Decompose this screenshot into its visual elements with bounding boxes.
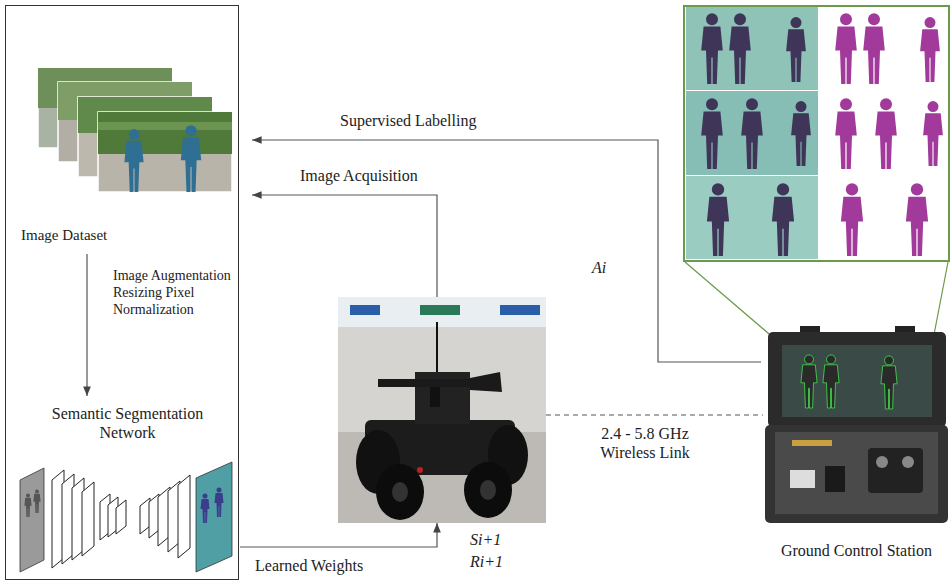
label-image-grid	[701, 98, 723, 169]
dataset-node: Image Dataset	[15, 60, 240, 250]
network-illustration	[20, 462, 232, 572]
network-illustration	[24, 493, 31, 517]
label-image-grid	[684, 6, 949, 345]
label-image-grid	[920, 17, 940, 82]
connector-arrow	[240, 523, 437, 547]
network-illustration	[20, 468, 44, 572]
ground-station-photo	[765, 425, 948, 523]
symbol-label: Si+1	[470, 530, 501, 549]
robot-photo	[430, 387, 440, 407]
ground-station-photo	[823, 355, 839, 408]
network-illustration	[116, 500, 126, 534]
image-stack	[181, 125, 201, 192]
image-stack	[38, 68, 232, 192]
node-text: Ground Control Station	[781, 541, 932, 560]
ground-station-photo	[775, 432, 938, 514]
node-text: Semantic Segmentation Network	[43, 404, 213, 442]
connector-arrow	[86, 254, 87, 396]
label-image-grid	[786, 17, 806, 82]
label-image-grid	[841, 183, 863, 256]
robot-photo	[420, 305, 460, 315]
robot-photo	[350, 305, 380, 315]
connector-arrow	[252, 140, 761, 362]
label-image-grid	[741, 98, 763, 169]
ground-station-photo	[868, 448, 923, 493]
ground-station-photo	[768, 332, 946, 427]
network-illustration	[33, 489, 40, 513]
robot-photo	[436, 322, 438, 378]
robot-photo	[500, 305, 540, 315]
robot-photo	[338, 297, 546, 523]
ground-station-photo	[782, 345, 932, 417]
label-image-grid	[835, 13, 857, 84]
symbol-label: Ai	[592, 258, 606, 277]
label-image-grid	[875, 98, 897, 169]
robot-photo	[392, 482, 408, 502]
edge-label: Image Acquisition	[300, 166, 490, 185]
robot-photo	[480, 480, 496, 500]
network-illustration	[201, 494, 210, 524]
robot-photo	[338, 297, 546, 327]
edge-label: Image Augmentation Resizing Pixel Normal…	[113, 268, 237, 318]
ground-station-photo	[902, 456, 914, 468]
ground-station-photo	[792, 440, 832, 446]
ground-station-photo	[825, 466, 845, 492]
robot-photo	[417, 467, 423, 473]
station-node: Ground Control Station	[763, 330, 950, 566]
label-image-grid	[772, 183, 794, 256]
connector-arrow	[252, 195, 437, 297]
edge-label: Learned Weights	[255, 556, 430, 575]
label-image-grid	[686, 91, 818, 175]
edge-label: Supervised Labelling	[340, 111, 550, 130]
ground-station-photo	[881, 356, 897, 409]
ground-station-photo	[790, 470, 815, 488]
network-illustration	[82, 482, 94, 556]
label-image-grid	[684, 6, 949, 261]
label-image-grid	[923, 101, 943, 166]
robot-photo	[464, 462, 512, 518]
symbol-label: Ri+1	[470, 552, 503, 571]
network-node: Semantic Segmentation Network	[15, 398, 240, 576]
ground-station-photo	[765, 326, 948, 523]
left-panel	[6, 6, 239, 580]
label-image-grid	[685, 262, 782, 345]
robot-photo	[376, 464, 424, 520]
ground-station-photo	[876, 456, 888, 468]
left-panel	[6, 6, 239, 580]
image-stack	[98, 122, 232, 130]
label-image-grid	[863, 13, 885, 84]
label-image-grid	[686, 7, 818, 90]
connector-arrow	[546, 414, 763, 415]
robot-node	[338, 297, 546, 523]
network-illustration	[215, 488, 224, 518]
label-image-grid	[791, 101, 811, 166]
label-image-grid	[729, 13, 751, 84]
network-illustration	[196, 462, 232, 572]
label-image-grid	[701, 13, 723, 84]
image-stack	[98, 112, 232, 192]
label-image-grid	[820, 7, 948, 259]
image-stack	[98, 112, 232, 192]
image-stack	[98, 112, 232, 154]
ground-station-photo	[801, 355, 817, 408]
label-image-grid	[686, 176, 818, 259]
node-text: Image Dataset	[21, 226, 107, 244]
label-image-grid	[707, 183, 729, 256]
robot-photo	[338, 297, 546, 523]
label-image-grid	[906, 183, 928, 256]
image-stack	[124, 129, 143, 192]
edge-label: 2.4 - 5.8 GHz Wireless Link	[586, 424, 704, 462]
label-image-grid	[835, 98, 857, 169]
robot-photo	[470, 372, 502, 392]
network-illustration	[178, 475, 190, 558]
